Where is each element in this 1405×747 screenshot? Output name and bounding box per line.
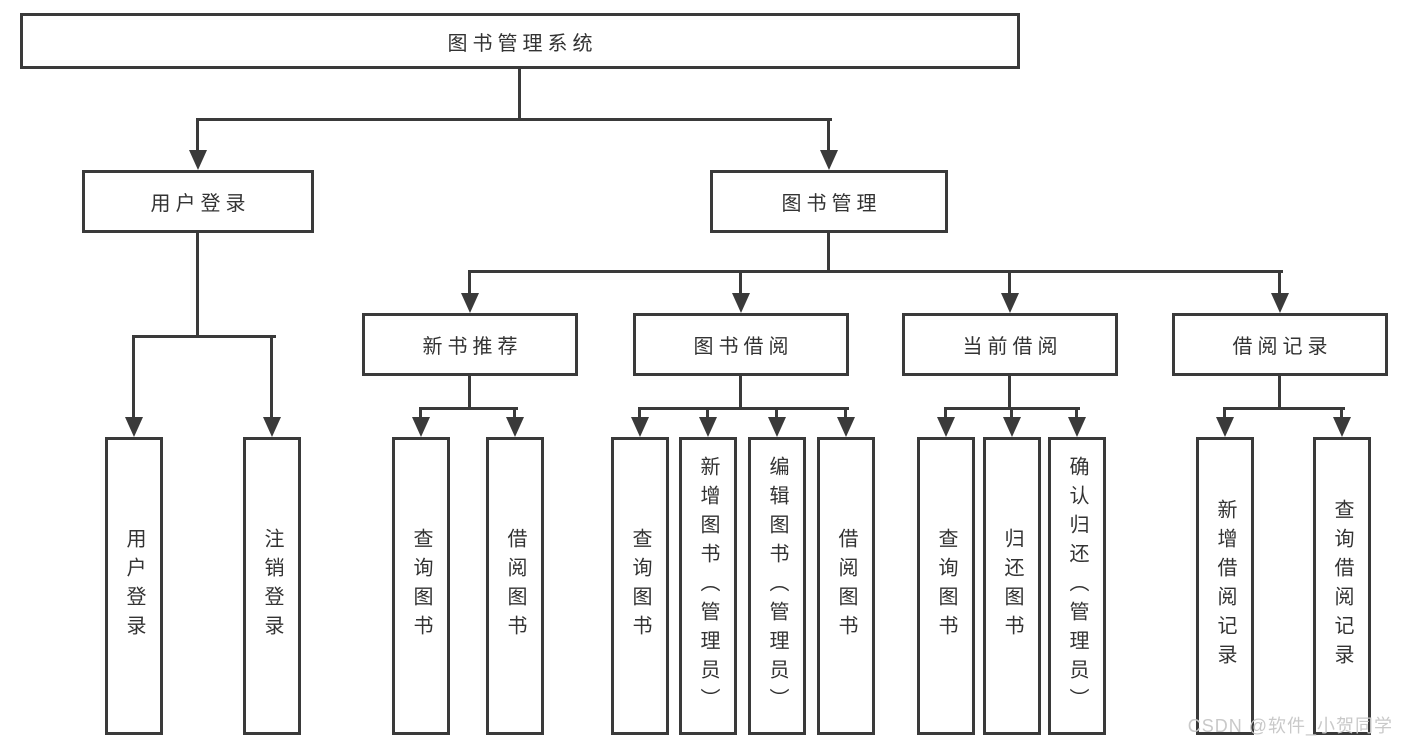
node-root-label: 图书管理系统	[447, 32, 598, 55]
connector-line	[513, 407, 516, 420]
connector-line	[1075, 407, 1078, 420]
connector-line	[1008, 376, 1011, 407]
node-label: 新书推荐	[422, 336, 523, 358]
arrowhead-down-icon	[506, 417, 524, 437]
node-new-book-recommend: 新书推荐	[362, 313, 578, 376]
node-label: 图书管理	[781, 193, 882, 215]
connector-line	[944, 407, 947, 420]
node-label: 借阅记录	[1232, 336, 1333, 358]
node-label: 用户登录	[150, 193, 251, 215]
leaf-label: 查询借阅记录	[1331, 499, 1353, 673]
arrowhead-down-icon	[1216, 417, 1234, 437]
arrowhead-down-icon	[837, 417, 855, 437]
leaf-edit-book-admin: 编辑图书（管理员）	[748, 437, 806, 735]
leaf-label: 借阅图书	[504, 528, 526, 644]
connector-line	[196, 118, 832, 121]
arrowhead-down-icon	[1333, 417, 1351, 437]
leaf-label: 新增图书（管理员）	[697, 455, 719, 717]
arrowhead-down-icon	[263, 417, 281, 437]
connector-line	[706, 407, 709, 420]
leaf-confirm-return-admin: 确认归还（管理员）	[1048, 437, 1106, 735]
arrowhead-down-icon	[1068, 417, 1086, 437]
leaf-query-borrow-record: 查询借阅记录	[1313, 437, 1371, 735]
node-book-management: 图书管理	[710, 170, 948, 233]
connector-line	[1008, 270, 1011, 296]
arrowhead-down-icon	[189, 150, 207, 170]
arrowhead-down-icon	[1003, 417, 1021, 437]
connector-line	[638, 407, 641, 420]
node-user-login: 用户登录	[82, 170, 314, 233]
connector-line	[196, 118, 199, 154]
connector-line	[1340, 407, 1343, 420]
arrowhead-down-icon	[699, 417, 717, 437]
leaf-label: 新增借阅记录	[1214, 499, 1236, 673]
connector-line	[1010, 407, 1013, 420]
connector-line	[196, 233, 199, 335]
arrowhead-down-icon	[1001, 293, 1019, 313]
leaf-query-books-recommend: 查询图书	[392, 437, 450, 735]
leaf-add-borrow-record: 新增借阅记录	[1196, 437, 1254, 735]
node-label: 当前借阅	[962, 336, 1063, 358]
connector-line	[468, 270, 1283, 273]
leaf-add-book-admin: 新增图书（管理员）	[679, 437, 737, 735]
leaf-label: 归还图书	[1001, 528, 1023, 644]
connector-line	[468, 376, 471, 407]
connector-line	[775, 407, 778, 420]
connector-line	[638, 407, 849, 410]
arrowhead-down-icon	[125, 417, 143, 437]
connector-line	[132, 335, 276, 338]
arrowhead-down-icon	[1271, 293, 1289, 313]
leaf-label: 查询图书	[935, 528, 957, 644]
connector-line	[270, 335, 273, 420]
arrowhead-down-icon	[412, 417, 430, 437]
csdn-watermark: CSDN @软件_小贺同学	[1187, 716, 1393, 736]
connector-line	[739, 270, 742, 296]
leaf-label: 确认归还（管理员）	[1066, 455, 1088, 717]
connector-line	[827, 118, 830, 154]
leaf-return-books: 归还图书	[983, 437, 1041, 735]
node-root: 图书管理系统	[20, 13, 1020, 69]
connector-line	[1278, 270, 1281, 296]
connector-line	[419, 407, 422, 420]
connector-line	[1223, 407, 1345, 410]
leaf-label: 借阅图书	[835, 528, 857, 644]
arrowhead-down-icon	[820, 150, 838, 170]
connector-line	[518, 69, 521, 118]
leaf-user-login: 用户登录	[105, 437, 163, 735]
arrowhead-down-icon	[461, 293, 479, 313]
connector-line	[419, 407, 518, 410]
node-borrow-records: 借阅记录	[1172, 313, 1388, 376]
node-current-borrow: 当前借阅	[902, 313, 1118, 376]
arrowhead-down-icon	[732, 293, 750, 313]
connector-line	[844, 407, 847, 420]
leaf-label: 用户登录	[123, 528, 145, 644]
leaf-borrow-books-borrow: 借阅图书	[817, 437, 875, 735]
connector-line	[1223, 407, 1226, 420]
leaf-label: 编辑图书（管理员）	[766, 455, 788, 717]
node-book-borrow: 图书借阅	[633, 313, 849, 376]
leaf-label: 注销登录	[261, 528, 283, 644]
arrowhead-down-icon	[768, 417, 786, 437]
leaf-query-books-current: 查询图书	[917, 437, 975, 735]
leaf-query-books-borrow: 查询图书	[611, 437, 669, 735]
leaf-borrow-books-recommend: 借阅图书	[486, 437, 544, 735]
arrowhead-down-icon	[631, 417, 649, 437]
leaf-label: 查询图书	[629, 528, 651, 644]
connector-line	[468, 270, 471, 296]
arrowhead-down-icon	[937, 417, 955, 437]
node-label: 图书借阅	[693, 336, 794, 358]
connector-line	[739, 376, 742, 407]
connector-line	[1278, 376, 1281, 407]
leaf-logout: 注销登录	[243, 437, 301, 735]
connector-line	[132, 335, 135, 420]
connector-line	[827, 233, 830, 270]
leaf-label: 查询图书	[410, 528, 432, 644]
